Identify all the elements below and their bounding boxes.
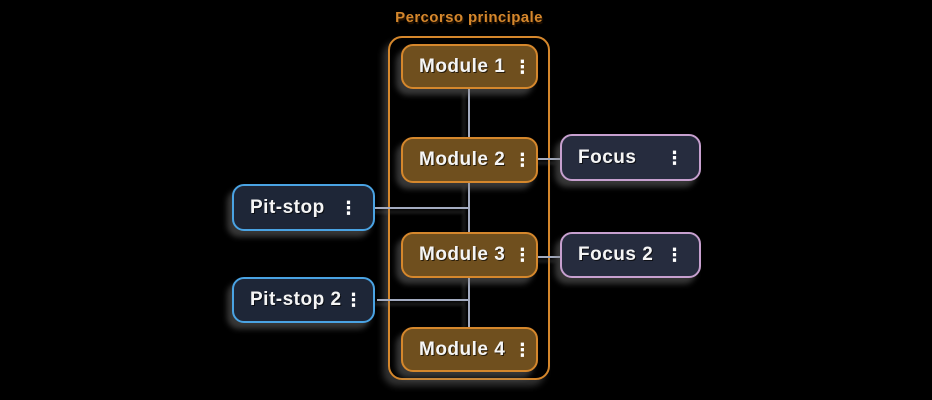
node-module-3[interactable]: Module 3 ⋮ xyxy=(401,232,538,278)
node-focus[interactable]: Focus ⋮ xyxy=(560,134,701,181)
edge-pitstop-mainpath xyxy=(375,207,468,209)
node-focus-2[interactable]: Focus 2 ⋮ xyxy=(560,232,701,278)
kebab-menu-icon[interactable]: ⋮ xyxy=(513,339,532,360)
node-focus-label: Focus xyxy=(578,146,637,168)
node-pit-stop[interactable]: Pit-stop ⋮ xyxy=(232,184,375,231)
kebab-menu-icon[interactable]: ⋮ xyxy=(513,56,532,77)
edge-pitstop2-mainpath xyxy=(377,299,468,301)
node-module-1-label: Module 1 xyxy=(419,55,506,77)
node-module-2-label: Module 2 xyxy=(419,149,506,170)
node-focus-2-label: Focus 2 xyxy=(578,244,654,265)
edge-module3-focus2 xyxy=(538,256,560,258)
node-pit-stop-2[interactable]: Pit-stop 2 ⋮ xyxy=(232,277,375,323)
node-pit-stop-label: Pit-stop xyxy=(250,196,325,218)
edge-module3-module4 xyxy=(468,278,470,327)
kebab-menu-icon[interactable]: ⋮ xyxy=(339,197,358,218)
node-module-4-label: Module 4 xyxy=(419,338,506,360)
edge-module2-focus xyxy=(538,158,560,160)
node-module-2[interactable]: Module 2 ⋮ xyxy=(401,137,538,183)
edge-module1-module2 xyxy=(468,89,470,137)
subgraph-title: Percorso principale xyxy=(395,9,543,26)
node-module-1[interactable]: Module 1 ⋮ xyxy=(401,44,538,89)
node-pit-stop-2-label: Pit-stop 2 xyxy=(250,289,342,310)
kebab-menu-icon[interactable]: ⋮ xyxy=(665,245,684,265)
edge-module2-module3 xyxy=(468,183,470,232)
node-module-4[interactable]: Module 4 ⋮ xyxy=(401,327,538,372)
node-module-3-label: Module 3 xyxy=(419,244,506,265)
kebab-menu-icon[interactable]: ⋮ xyxy=(344,290,363,310)
kebab-menu-icon[interactable]: ⋮ xyxy=(513,150,532,170)
kebab-menu-icon[interactable]: ⋮ xyxy=(665,147,684,168)
kebab-menu-icon[interactable]: ⋮ xyxy=(513,245,532,265)
